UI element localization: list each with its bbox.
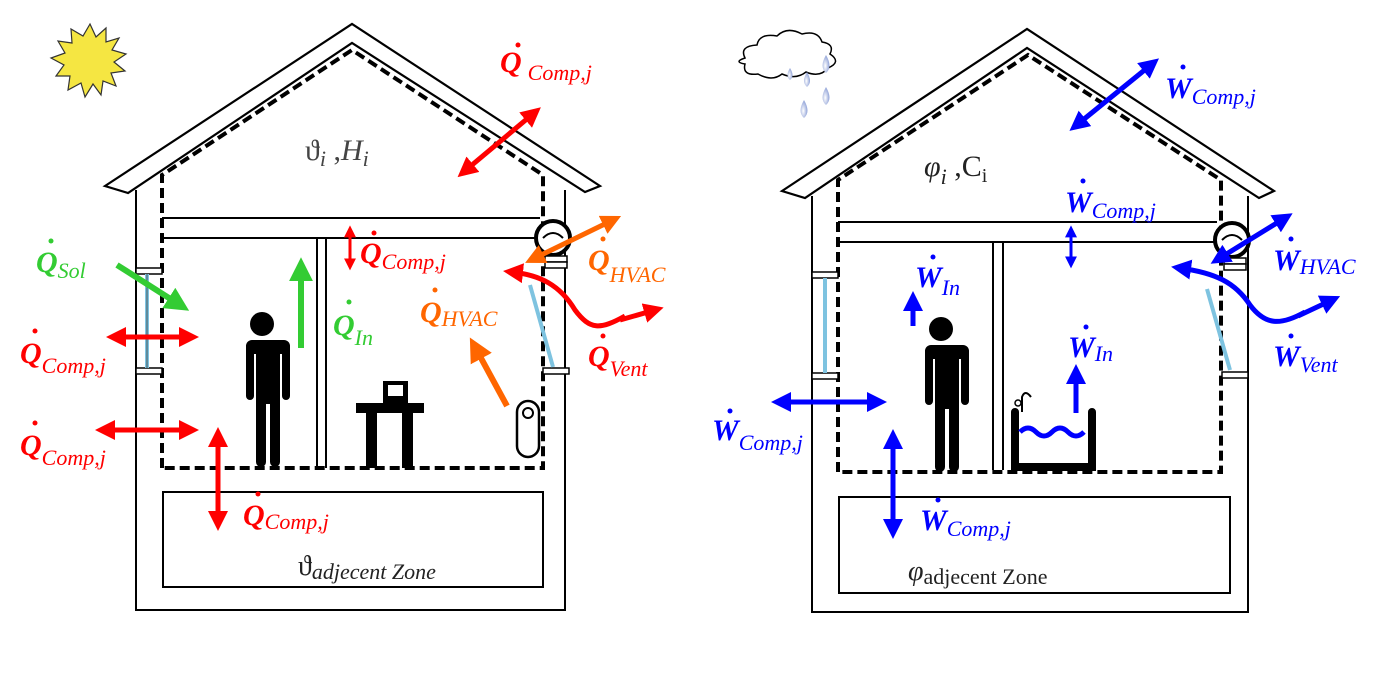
adjacent-zone: [162, 491, 544, 588]
arrow-vent-heat: [503, 263, 627, 329]
arrow-hvac-outer: [525, 215, 622, 264]
label-w-wall: WComp,j: [712, 414, 803, 455]
arrow-vent-moisture-out: [1296, 295, 1341, 319]
label-q-hvac-outer: QHVAC: [588, 244, 666, 287]
person-icon: [240, 312, 290, 467]
label-w-ceiling: WComp,j: [1065, 186, 1156, 223]
arrow-roof-moisture: [1069, 58, 1159, 131]
label-q-wall: QComp,j: [20, 429, 106, 470]
partition-wall: [992, 242, 1004, 470]
arrow-roof-heat: [457, 107, 541, 178]
outer-wall: [135, 190, 566, 611]
label-q-internal: QIn: [333, 309, 373, 350]
roof: [779, 27, 1277, 200]
radiator-icon: [515, 399, 541, 459]
label-w-roof: WComp,j: [1165, 72, 1256, 109]
label-w-vent: WVent: [1273, 340, 1338, 377]
label-w-floor: WComp,j: [920, 504, 1011, 541]
arrow-vent-moisture: [1171, 259, 1307, 324]
label-w-hvac: WHVAC: [1273, 244, 1356, 279]
label-w-person: WIn: [915, 261, 960, 300]
partition-wall: [316, 238, 327, 468]
arrow-vent-heat-out: [619, 303, 664, 323]
moisture-diagram: φi ,Ci φadjecent Zone WComp,j WComp,j WH…: [712, 27, 1356, 613]
roof: [102, 22, 603, 195]
sun-icon: [49, 22, 128, 99]
label-q-window: QComp,j: [20, 337, 106, 378]
label-q-ceiling: QComp,j: [360, 237, 446, 274]
label-q-floor: QComp,j: [243, 499, 329, 534]
arrow-hvac-moisture: [1210, 213, 1293, 264]
person-icon: [919, 317, 969, 472]
zone-state-label: ϑi ,Hi: [305, 134, 369, 171]
window-icon: [528, 284, 570, 375]
label-q-hvac-inner: QHVAC: [420, 296, 498, 331]
window-icon: [135, 267, 163, 375]
arrow-solar: [115, 262, 190, 311]
adjacent-zone-label: ϑadjecent Zone: [298, 551, 436, 584]
window-icon: [1205, 288, 1249, 379]
ceiling-slab: [838, 221, 1217, 243]
desk-computer-icon: [356, 381, 424, 468]
label-w-bath: WIn: [1068, 331, 1113, 366]
zone-state-label: φi ,Ci: [924, 150, 988, 189]
zone-boundary: [160, 47, 545, 470]
rain-cloud-icon: [738, 29, 837, 118]
label-q-vent: QVent: [588, 340, 648, 381]
label-q-solar: QSol: [36, 246, 86, 283]
adjacent-zone-label: φadjecent Zone: [908, 556, 1048, 589]
arrow-hvac-inner: [469, 337, 510, 408]
adjacent-zone: [838, 496, 1231, 594]
window-icon: [811, 271, 839, 380]
bathtub-icon: [1011, 392, 1096, 471]
